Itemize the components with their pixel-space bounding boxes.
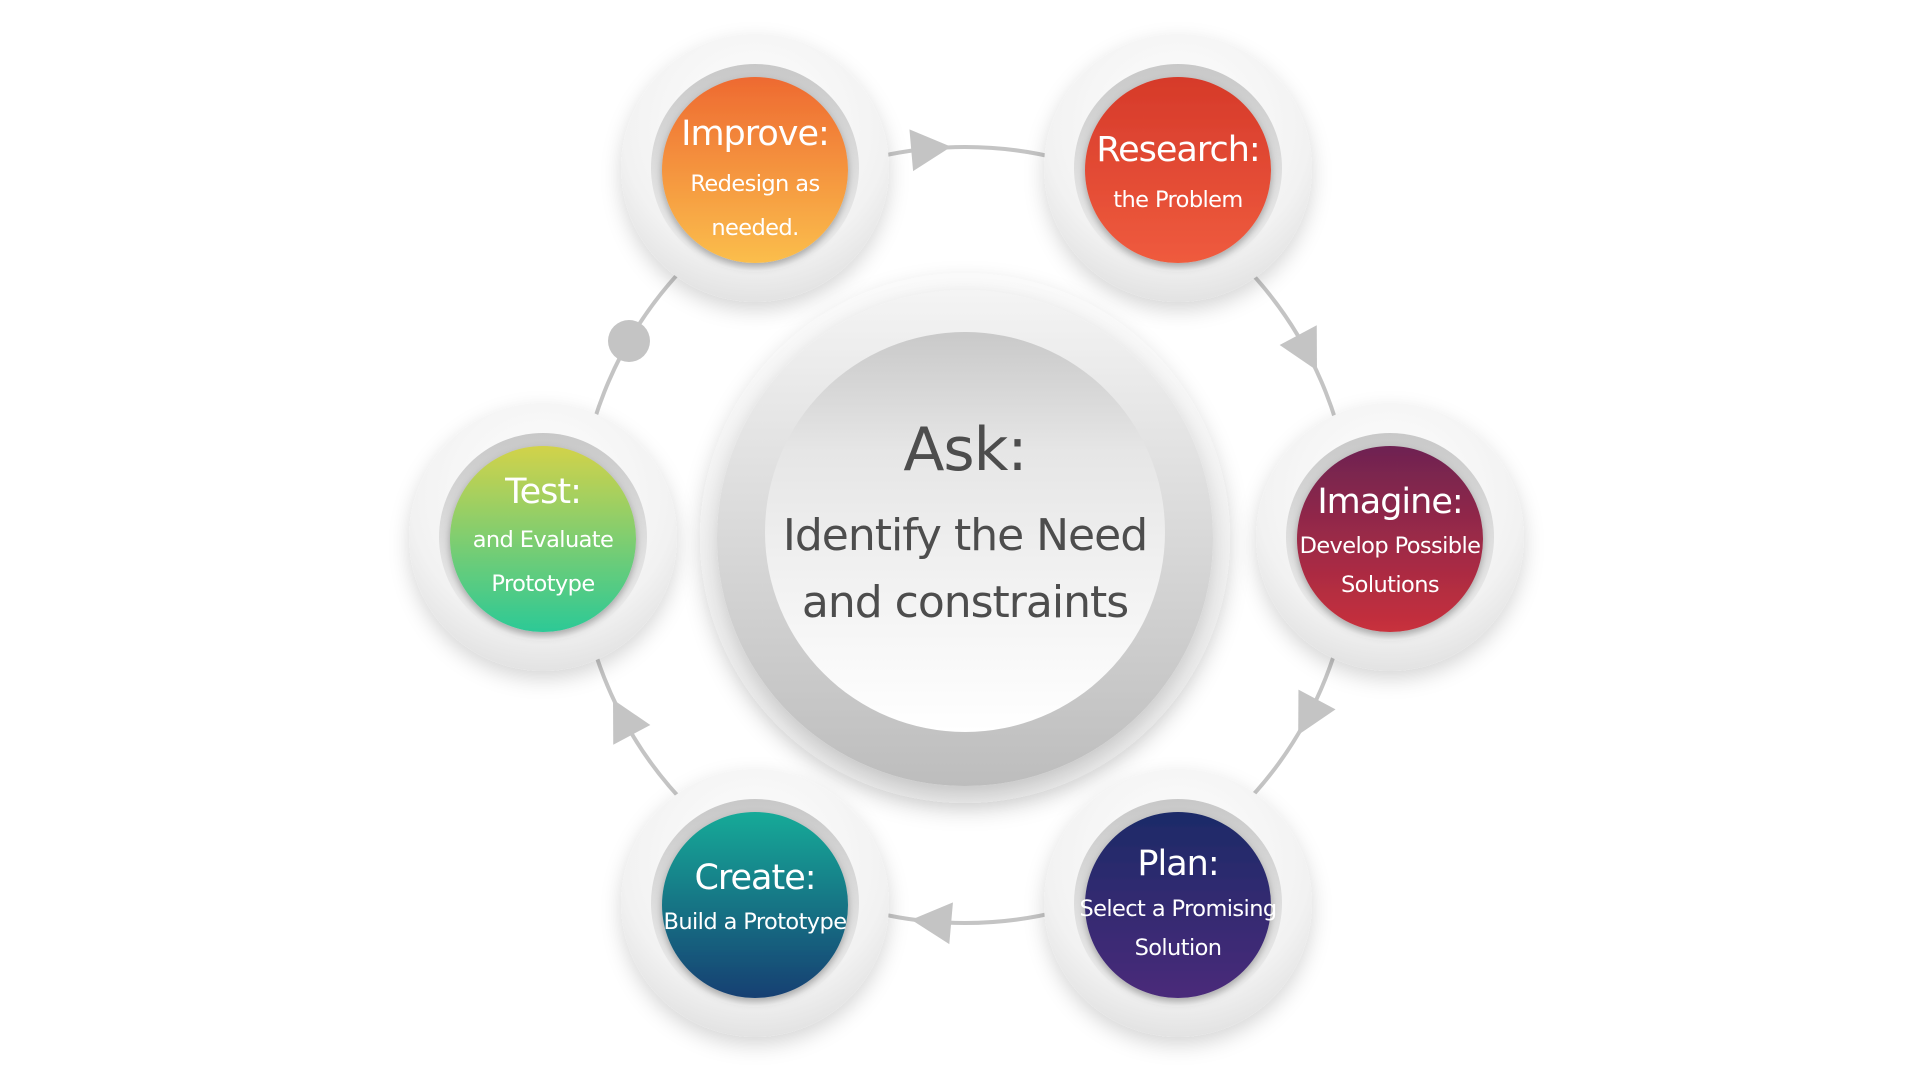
cycle-arrow-icon — [1279, 325, 1317, 371]
step-color-fill — [450, 446, 636, 632]
step-color-fill — [1297, 446, 1483, 632]
step-node-create: Create: Build a Prototype — [621, 769, 889, 1037]
step-node-research: Research: the Problem — [1044, 34, 1312, 302]
step-description-line: Prototype — [491, 571, 594, 597]
step-description-line: Build a Prototype — [664, 909, 847, 935]
step-description-line: Solutions — [1341, 572, 1439, 598]
step-title: Research: — [1096, 130, 1259, 170]
center-ask: Ask: Identify the Need and constraints — [700, 273, 1230, 803]
step-description-line: Select a Promising — [1079, 896, 1276, 922]
step-color-fill — [662, 77, 848, 263]
cycle-arrows — [608, 129, 1336, 945]
step-description-line: the Problem — [1113, 187, 1242, 213]
step-node-improve: Improve: Redesign as needed. — [621, 34, 889, 302]
step-description-line: Redesign as — [690, 171, 819, 197]
center-line-1: Identify the Need — [783, 510, 1147, 561]
step-description-line: needed. — [711, 215, 798, 241]
cycle-start-dot — [608, 320, 650, 362]
center-line-2: and constraints — [802, 577, 1128, 628]
cycle-arrow-icon — [909, 129, 952, 172]
step-title: Imagine: — [1317, 482, 1462, 522]
step-color-fill — [662, 812, 848, 998]
step-title: Create: — [694, 858, 815, 898]
cycle-arrow-icon — [911, 902, 953, 945]
step-description-line: Solution — [1135, 935, 1222, 961]
step-color-fill — [1085, 77, 1271, 263]
step-title: Plan: — [1137, 844, 1218, 884]
cycle-arrow-icon — [1298, 689, 1336, 735]
step-description-line: and Evaluate — [473, 527, 614, 553]
step-title: Improve: — [681, 114, 829, 154]
cycle-arrow-icon — [613, 699, 651, 745]
step-color-fill — [1085, 812, 1271, 998]
step-title: Test: — [504, 472, 581, 512]
center-title: Ask: — [903, 415, 1026, 485]
step-description-line: Develop Possible — [1300, 533, 1481, 559]
